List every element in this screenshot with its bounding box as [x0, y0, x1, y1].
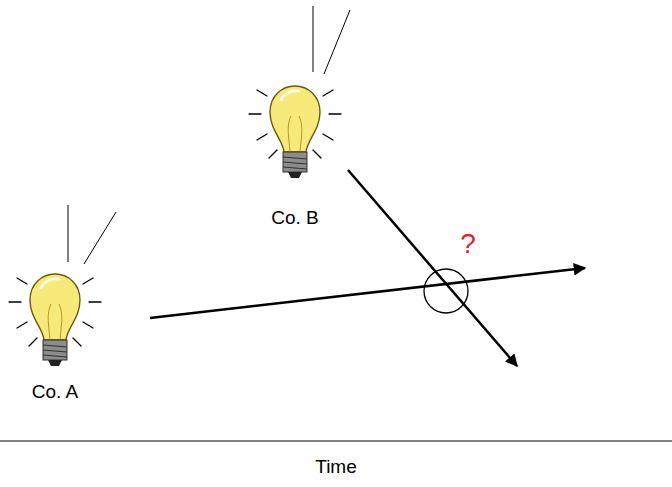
- bulb-a: [9, 205, 116, 366]
- bulb-b: [249, 6, 350, 178]
- intersection-circle: [424, 269, 468, 313]
- company-bulb: Co. A: [28, 379, 82, 405]
- trajectory-arrow: [348, 170, 517, 366]
- time-axis: [0, 440, 672, 441]
- company-label: Co. B: [271, 207, 319, 229]
- company-bulb: Co. B: [267, 205, 323, 231]
- company-label: Co. A: [32, 381, 78, 403]
- question-mark: ?: [460, 228, 476, 260]
- trajectory-arrow: [150, 268, 585, 318]
- axis-label: Time: [315, 456, 357, 478]
